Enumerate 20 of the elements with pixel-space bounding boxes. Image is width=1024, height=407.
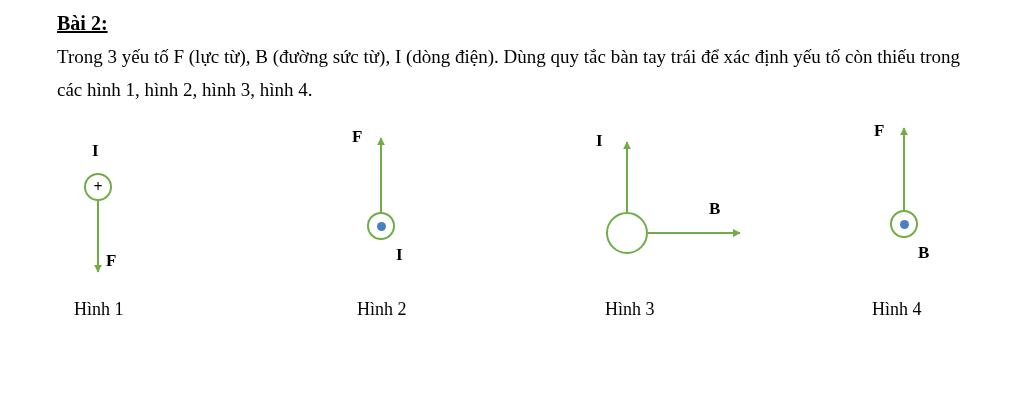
current-sign: + xyxy=(93,179,103,195)
exercise-text: Trong 3 yếu tố F (lực từ), B (đường sức từ), I (dòng điện). Dùng quy tắc bàn tay trái để xác định yếu tố còn thiếu trong các hình 1, hình 2, hình 3, hình 4. xyxy=(57,45,961,102)
vector-label: F xyxy=(874,122,885,139)
vector-label: B xyxy=(709,200,721,217)
vector-label: I xyxy=(396,246,403,263)
arrow xyxy=(623,141,631,213)
vector-label: I xyxy=(596,132,603,149)
figure-caption: Hình 4 xyxy=(872,298,922,321)
vector-label: F xyxy=(106,252,117,269)
figure-caption: Hình 2 xyxy=(357,298,407,321)
figure-caption: Hình 3 xyxy=(605,298,655,321)
vector-label: B xyxy=(918,244,930,261)
arrow xyxy=(900,127,908,211)
arrow xyxy=(647,229,741,237)
figure-caption: Hình 1 xyxy=(74,298,124,321)
arrow xyxy=(377,137,385,213)
arrow xyxy=(94,200,102,273)
vector-label: I xyxy=(92,142,99,159)
vector-label: F xyxy=(352,128,363,145)
exercise-heading: Bài 2: xyxy=(57,11,108,36)
